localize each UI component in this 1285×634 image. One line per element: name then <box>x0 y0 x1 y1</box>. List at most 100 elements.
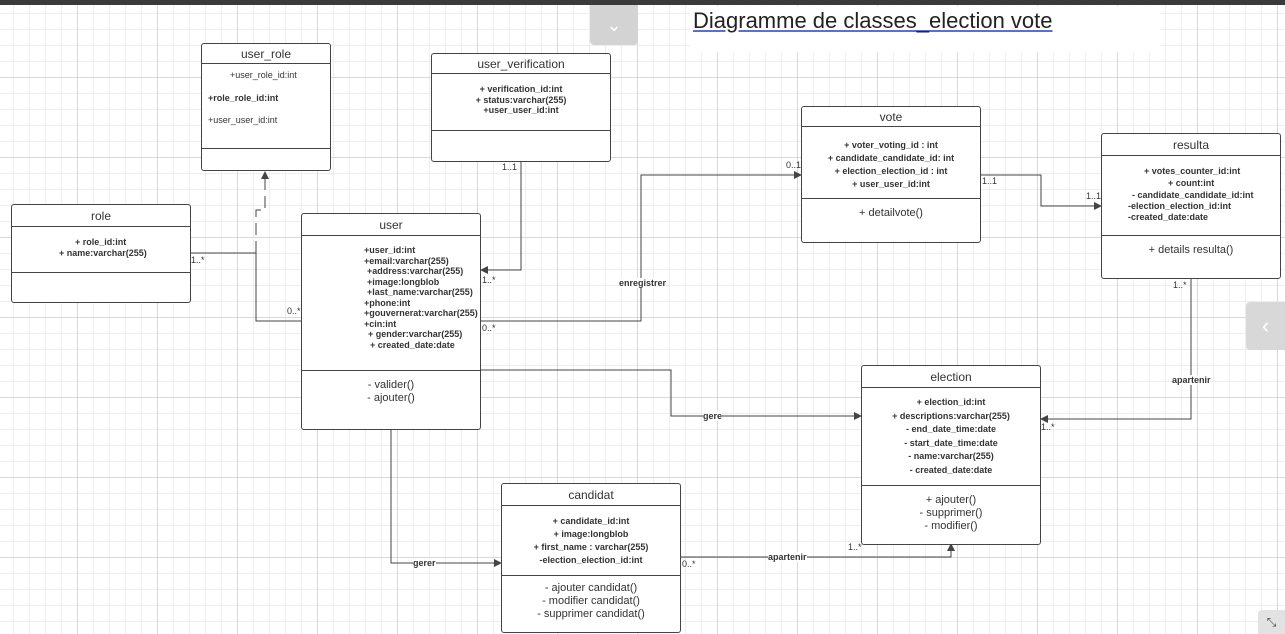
assoc-label-gerer: gerer <box>413 558 436 568</box>
collapse-toolbar-button[interactable]: ⌄ <box>590 5 638 45</box>
attribute: - name:varchar(255) <box>908 451 994 461</box>
class-user[interactable]: user +user_id:int +email:varchar(255) +a… <box>301 213 481 430</box>
link-user-vote <box>481 171 802 322</box>
class-role[interactable]: role + role_id:int + name:varchar(255) <box>11 204 191 303</box>
class-election[interactable]: election + election_id:int + description… <box>861 365 1041 545</box>
link-user-candidat <box>390 430 502 567</box>
attribute: +user_user_id:int <box>483 105 559 115</box>
operation: - ajouter() <box>367 392 415 404</box>
attribute: + created_date:date <box>370 339 455 350</box>
class-operations: + detailvote() <box>802 199 980 220</box>
attribute: + name:varchar(255) <box>59 247 147 258</box>
operation: + detailvote() <box>859 207 923 219</box>
attribute: -election_election_id:int <box>1128 201 1232 211</box>
attribute: +image:longblob <box>367 276 440 287</box>
chevron-down-icon: ⌄ <box>606 14 622 35</box>
class-attributes: + verification_id:int + status:varchar(2… <box>432 74 610 131</box>
assoc-label-gere: gere <box>703 411 723 421</box>
assoc-label-apartenir-candidat: apartenir <box>768 552 807 562</box>
operation: - supprimer candidat() <box>537 608 645 620</box>
class-operations: + ajouter() - supprimer() - modifier() <box>862 486 1040 533</box>
class-name: role <box>12 205 190 227</box>
attribute: +gouvernerat:varchar(255) <box>364 308 478 318</box>
class-attributes: + votes_counter_id:int + count:int - can… <box>1102 156 1280 236</box>
attribute: +phone:int <box>364 297 411 308</box>
mult-user-vote: 0..* <box>482 323 496 333</box>
link-role-user-role <box>255 171 269 253</box>
attribute: -election_election_id:int <box>539 555 643 565</box>
mult-candidat-out: 0..* <box>682 559 696 569</box>
attribute: + candidate_id:int <box>552 516 630 526</box>
attribute: + election_election_id : int <box>834 166 948 176</box>
mult-user-role-link: 0..* <box>287 306 301 316</box>
attribute: +cin:int <box>364 318 397 329</box>
class-name: resulta <box>1102 134 1280 156</box>
collapse-view-button[interactable]: ⤡ <box>1258 610 1285 634</box>
attribute: + voter_voting_id : int <box>844 140 938 150</box>
class-name: user_verification <box>432 54 610 74</box>
attribute: + status:varchar(255) <box>475 94 567 105</box>
class-attributes: + election_id:int + descriptions:varchar… <box>862 388 1040 486</box>
mult-verif-user: 1..* <box>482 275 496 285</box>
mult-verif-top: 1..1 <box>502 162 518 172</box>
class-attributes: + role_id:int + name:varchar(255) <box>12 227 190 273</box>
attribute: + election_id:int <box>916 397 986 407</box>
attribute: + descriptions:varchar(255) <box>892 410 1010 421</box>
attribute: + role_id:int <box>75 237 127 247</box>
link-verification-user <box>480 162 522 274</box>
mult-election-in: 1..* <box>1041 422 1055 432</box>
class-user-role[interactable]: user_role +user_role_id:int +role_role_i… <box>201 43 331 171</box>
class-name: user <box>302 214 480 236</box>
attribute: + votes_counter_id:int <box>1144 166 1241 176</box>
attribute: +user_role_id:int <box>230 70 297 80</box>
side-panel-toggle-button[interactable]: ‹ <box>1246 302 1285 350</box>
attribute: +user_id:int <box>364 245 416 255</box>
mult-vote-in: 0..1 <box>786 160 802 170</box>
chevron-left-icon: ‹ <box>1261 313 1270 338</box>
class-vote[interactable]: vote + voter_voting_id : int + candidate… <box>801 106 981 243</box>
attribute: + user_user_id:int <box>852 179 930 189</box>
attribute: + first_name : varchar(255) <box>533 542 649 552</box>
class-attributes: +user_id:int +email:varchar(255) +addres… <box>302 236 480 371</box>
link-vote-resulta <box>981 174 1102 210</box>
attribute: +last_name:varchar(255) <box>367 287 473 297</box>
diagram-title: Diagramme de classes_election vote <box>693 8 1053 33</box>
operation: - modifier() <box>924 520 978 532</box>
operation: + ajouter() <box>925 494 977 506</box>
operation: - ajouter candidat() <box>544 582 638 594</box>
link-candidat-election <box>681 543 955 558</box>
class-name: candidat <box>502 484 680 506</box>
link-role-user <box>191 252 301 322</box>
class-attributes: + candidate_id:int + image:longblob + fi… <box>502 506 680 576</box>
mult-election-bottom: 1..* <box>848 542 862 552</box>
class-attributes: + voter_voting_id : int + candidate_cand… <box>802 127 980 199</box>
class-name: vote <box>802 107 980 127</box>
mult-resulta-out: 1..* <box>1173 280 1187 290</box>
link-resulta-election <box>1040 279 1192 423</box>
class-resulta[interactable]: resulta + votes_counter_id:int + count:i… <box>1101 133 1281 279</box>
attribute: - created_date:date <box>909 464 993 475</box>
link-user-election <box>481 369 862 420</box>
assoc-label-enregistrer: enregistrer <box>619 278 667 288</box>
top-bar <box>0 0 1285 5</box>
class-user-verification[interactable]: user_verification + verification_id:int … <box>431 53 611 162</box>
attribute: + gender:varchar(255) <box>368 329 463 339</box>
attribute: +role_role_id:int <box>208 92 279 103</box>
attribute: + verification_id:int <box>479 84 563 94</box>
attribute: +email:varchar(255) <box>364 255 449 266</box>
title-box <box>690 6 1160 52</box>
attribute: - candidate_candidate_id:int <box>1132 190 1254 200</box>
attribute: + count:int <box>1168 178 1215 188</box>
mult-vote-out: 1..1 <box>982 176 998 186</box>
attribute: -created_date:date <box>1128 212 1209 222</box>
attribute: + candidate_candidate_id: int <box>827 153 955 163</box>
class-name: election <box>862 366 1040 388</box>
attribute: - start_date_time:date <box>904 437 998 448</box>
class-operations: - valider() - ajouter() <box>302 371 480 405</box>
operation: + details resulta() <box>1148 244 1234 256</box>
attribute: - end_date_time:date <box>905 424 997 434</box>
assoc-label-apartenir-resulta: apartenir <box>1172 375 1211 385</box>
class-name: user_role <box>202 44 330 64</box>
class-candidat[interactable]: candidat + candidate_id:int + image:long… <box>501 483 681 633</box>
